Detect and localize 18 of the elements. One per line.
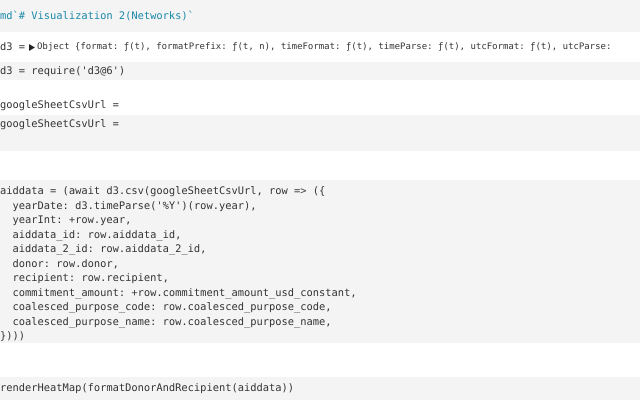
code-line: md`# Visualization 2(Networks)` [0, 9, 194, 23]
code-line: recipient: row.recipient, [12, 271, 169, 285]
code-line: aiddata_id: row.aiddata_id, [12, 228, 182, 242]
code-line: yearInt: +row.year, [12, 213, 132, 227]
code-line: commitment_amount: +row.commitment_amount_usd_constant, [12, 286, 357, 300]
code-line: googleSheetCsvUrl = [0, 117, 119, 131]
code-line: donor: row.donor, [12, 256, 119, 270]
code-line: aiddata = (await d3.csv(googleSheetCsvUrl, row => ({ [0, 184, 326, 198]
code-line: yearDate: d3.timeParse('%Y')(row.year), [12, 198, 256, 212]
code-line: d3 = require('d3@6') [0, 64, 126, 78]
code-line: coalesced_purpose_code: row.coalesced_purpose_code, [12, 300, 332, 314]
code-line: coalesced_purpose_name: row.coalesced_purpose_name, [12, 314, 332, 328]
output-text: Object {format: ƒ(t), formatPrefix: ƒ(t, n), timeFormat: ƒ(t), timeParse: ƒ(t), utcFormat: ƒ(t), utcParse: [37, 41, 612, 54]
output-text: d3 = [0, 40, 26, 54]
code-line: }))) [0, 329, 26, 343]
output-text: googleSheetCsvUrl = [0, 98, 119, 112]
code-line: aiddata_2_id: row.aiddata_2_id, [12, 242, 206, 256]
code-line: renderHeatMap(formatDonorAndRecipient(aiddata)) [0, 381, 294, 395]
